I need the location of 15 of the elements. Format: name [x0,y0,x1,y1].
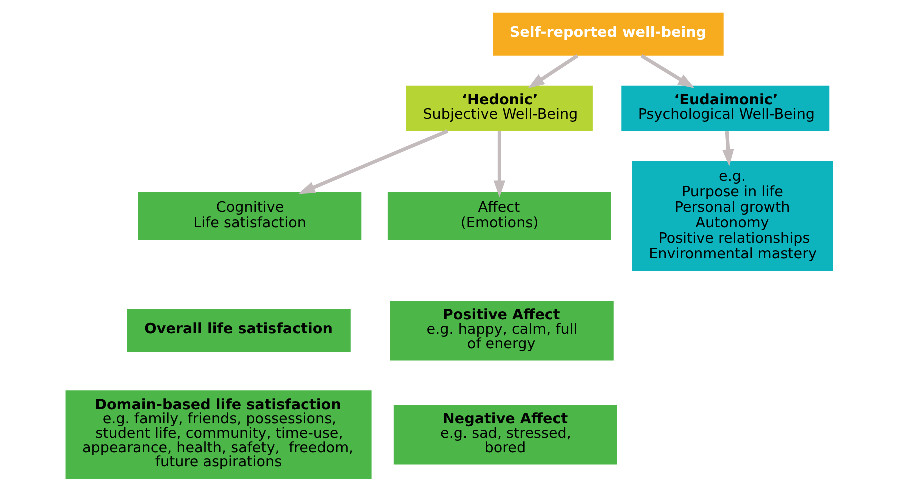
node-box: ‘Hedonic’ Subjective Well-Being [406,86,593,132]
node-box: Self-reported well-being [493,12,724,56]
node-box: Domain-based life satisfaction e.g. family, friends, possessions, student life, community, time-use, appearance, health, safety, freedom, future aspirations [66,390,372,480]
node-box: ‘Eudaimonic’ Psychological Well-Being [622,86,830,132]
arrow [528,54,579,89]
node-box: Affect (Emotions) [388,192,612,240]
node-box: Positive Affect e.g. happy, calm, full of energy [390,301,614,361]
node-box: Cognitive Life satisfaction [138,192,362,240]
arrow [640,54,695,88]
node-box: e.g. Purpose in life Personal growth Autonomy Positive relationships Environmental mastery [632,161,834,272]
node-box: Negative Affect e.g. sad, stressed, bored [394,404,618,465]
arrow [494,132,506,198]
arrow [298,130,449,194]
node-box: Overall life satisfaction [127,309,351,352]
arrow [722,131,734,166]
